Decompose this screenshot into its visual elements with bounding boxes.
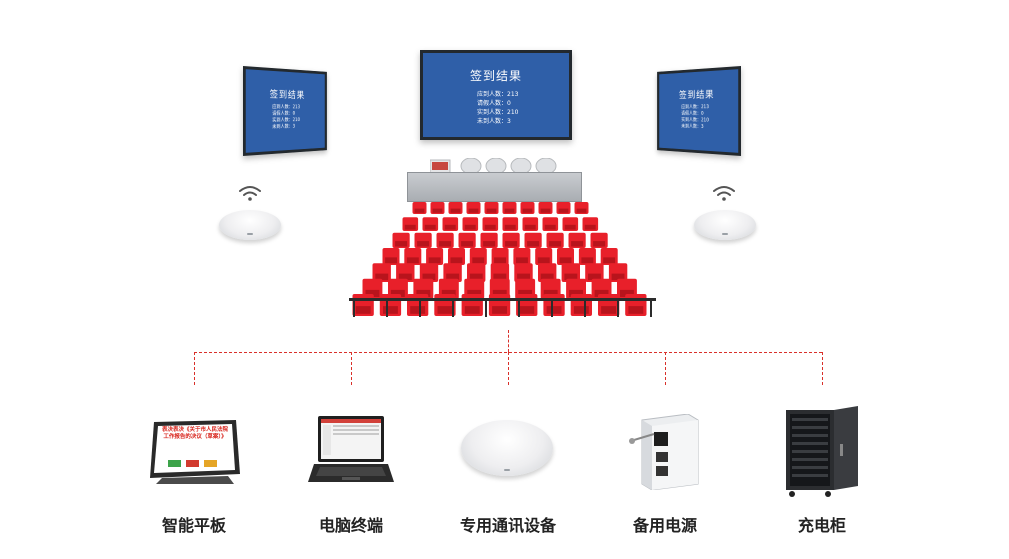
seat-leg bbox=[617, 301, 619, 317]
connector-trunk bbox=[508, 330, 509, 352]
seat bbox=[443, 217, 459, 231]
seat bbox=[583, 217, 599, 231]
connector-branch bbox=[351, 352, 352, 385]
seat bbox=[601, 248, 618, 265]
seat bbox=[393, 233, 410, 248]
center-display-screen: 签到结果 应到人数：213 请假人数：0 实到人数：210 未到人数：3 bbox=[420, 50, 572, 140]
center-screen-line: 请假人数：0 bbox=[423, 99, 569, 108]
connector-branch bbox=[665, 352, 666, 385]
seat bbox=[415, 233, 432, 248]
left-screen-line: 应到人数：213 bbox=[246, 104, 325, 111]
seat bbox=[403, 217, 419, 231]
seat bbox=[489, 294, 510, 316]
seat bbox=[437, 233, 454, 248]
seat bbox=[571, 294, 592, 316]
connector-branch bbox=[508, 352, 509, 385]
seat bbox=[513, 248, 530, 265]
seat bbox=[407, 294, 428, 316]
seat bbox=[404, 248, 421, 265]
seat bbox=[563, 217, 579, 231]
center-screen-line: 应到人数：213 bbox=[423, 90, 569, 99]
seat-leg bbox=[452, 301, 454, 317]
connector-branch bbox=[194, 352, 195, 385]
wireless-access-point-right bbox=[694, 210, 756, 240]
seat bbox=[449, 202, 463, 214]
seat bbox=[380, 294, 401, 316]
connector-branch bbox=[822, 352, 823, 385]
seat bbox=[353, 294, 374, 316]
right-screen-line: 应到人数：213 bbox=[659, 104, 738, 111]
seat bbox=[557, 248, 574, 265]
right-screen-title: 签到结果 bbox=[659, 85, 738, 101]
seat bbox=[579, 248, 596, 265]
seat bbox=[539, 202, 553, 214]
seat bbox=[543, 294, 564, 316]
seat bbox=[481, 233, 498, 248]
left-display-screen: 签到结果 应到人数：213 请假人数：0 实到人数：210 未到人数：3 bbox=[243, 66, 327, 156]
ups-power-icon bbox=[624, 414, 702, 490]
device-label-communication: 专用通讯设备 bbox=[438, 512, 578, 536]
seat bbox=[485, 202, 499, 214]
seat bbox=[547, 233, 564, 248]
seat bbox=[525, 233, 542, 248]
seat bbox=[431, 202, 445, 214]
wifi-icon bbox=[238, 184, 262, 202]
seat bbox=[591, 233, 608, 248]
wireless-access-point-left bbox=[219, 210, 281, 240]
seat bbox=[543, 217, 559, 231]
center-screen-title: 签到结果 bbox=[423, 67, 569, 84]
smart-tablet-device: 表决表决《关于市人民法院工作报告的决议（草案）》 bbox=[148, 420, 240, 484]
auditorium-seating bbox=[345, 198, 660, 320]
seat bbox=[535, 248, 552, 265]
seat bbox=[598, 294, 619, 316]
seat bbox=[462, 294, 483, 316]
seat bbox=[557, 202, 571, 214]
wifi-icon bbox=[712, 184, 736, 202]
center-screen-line: 实到人数：210 bbox=[423, 108, 569, 117]
seat bbox=[569, 233, 586, 248]
seat bbox=[492, 248, 509, 265]
seat bbox=[423, 217, 439, 231]
seat bbox=[503, 217, 519, 231]
seat bbox=[383, 248, 400, 265]
communication-device bbox=[461, 420, 553, 476]
seat-leg bbox=[485, 301, 487, 317]
device-label-computer: 电脑终端 bbox=[281, 512, 421, 536]
seat bbox=[459, 233, 476, 248]
seat bbox=[625, 294, 646, 316]
seat bbox=[448, 248, 465, 265]
seat-leg bbox=[419, 301, 421, 317]
left-screen-line: 未到人数：3 bbox=[246, 123, 325, 132]
seat bbox=[467, 202, 481, 214]
seat bbox=[521, 202, 535, 214]
device-label-cabinet: 充电柜 bbox=[752, 512, 892, 536]
seat-rail bbox=[349, 298, 656, 301]
seat bbox=[503, 202, 517, 214]
seat bbox=[483, 217, 499, 231]
right-display-screen: 签到结果 应到人数：213 请假人数：0 实到人数：210 未到人数：3 bbox=[657, 66, 741, 156]
seat bbox=[470, 248, 487, 265]
laptop-icon bbox=[308, 414, 394, 488]
seat bbox=[426, 248, 443, 265]
charging-cabinet-icon bbox=[780, 406, 860, 498]
seat-leg bbox=[551, 301, 553, 317]
tablet-screen-text: 表决表决《关于市人民法院工作报告的决议（草案）》 bbox=[162, 427, 228, 441]
seat-leg bbox=[386, 301, 388, 317]
seat-leg bbox=[584, 301, 586, 317]
seat bbox=[463, 217, 479, 231]
device-label-ups: 备用电源 bbox=[595, 512, 735, 536]
seat-leg bbox=[353, 301, 355, 317]
seat bbox=[413, 202, 427, 214]
seat-leg bbox=[518, 301, 520, 317]
left-screen-title: 签到结果 bbox=[246, 85, 325, 101]
seat bbox=[575, 202, 589, 214]
seat bbox=[523, 217, 539, 231]
center-screen-line: 未到人数：3 bbox=[423, 117, 569, 126]
device-label-tablet: 智能平板 bbox=[124, 512, 264, 536]
right-screen-line: 未到人数：3 bbox=[659, 123, 738, 132]
seat-leg bbox=[650, 301, 652, 317]
seat bbox=[503, 233, 520, 248]
